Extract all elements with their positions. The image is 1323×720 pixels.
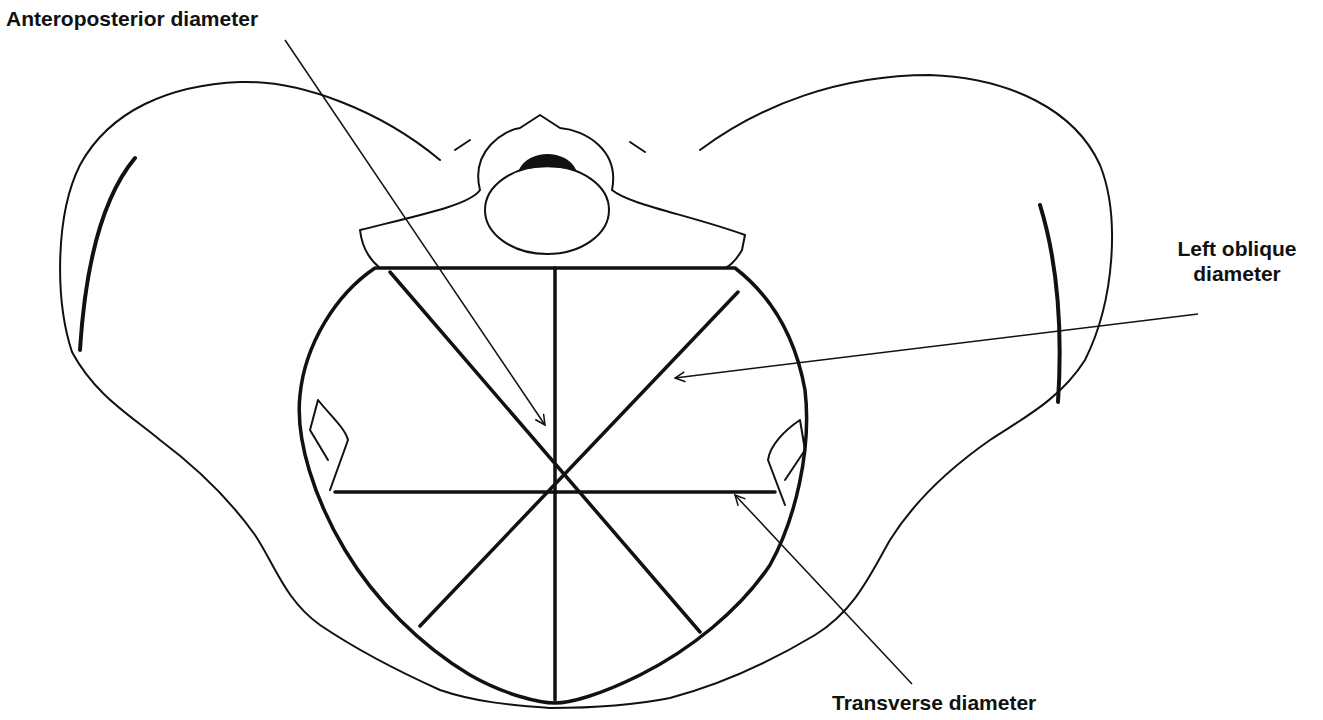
left-oblique-diameter	[420, 292, 738, 626]
sacral-body	[485, 166, 609, 254]
right-hip-bone	[550, 75, 1112, 708]
iliac-crest-line	[80, 158, 135, 350]
left-hip-bone	[60, 82, 550, 708]
sacral-canal	[520, 155, 575, 170]
right-oblique-diameter	[390, 272, 700, 632]
diameter-label: Transverse diameter	[830, 690, 1038, 715]
iliac-crest-line	[1040, 205, 1060, 402]
sacral-facet	[455, 140, 645, 152]
leader-line	[675, 314, 1198, 378]
leader-line	[735, 495, 912, 684]
pelvic-inlet	[299, 268, 806, 703]
sacrum	[360, 115, 745, 268]
diameter-label: Left oblique diameter	[1160, 236, 1314, 286]
transverse-diameter	[335, 490, 775, 494]
diameter-label: Anteroposterior diameter	[4, 6, 260, 31]
acetabulum	[310, 400, 348, 490]
leader-line	[285, 40, 545, 425]
